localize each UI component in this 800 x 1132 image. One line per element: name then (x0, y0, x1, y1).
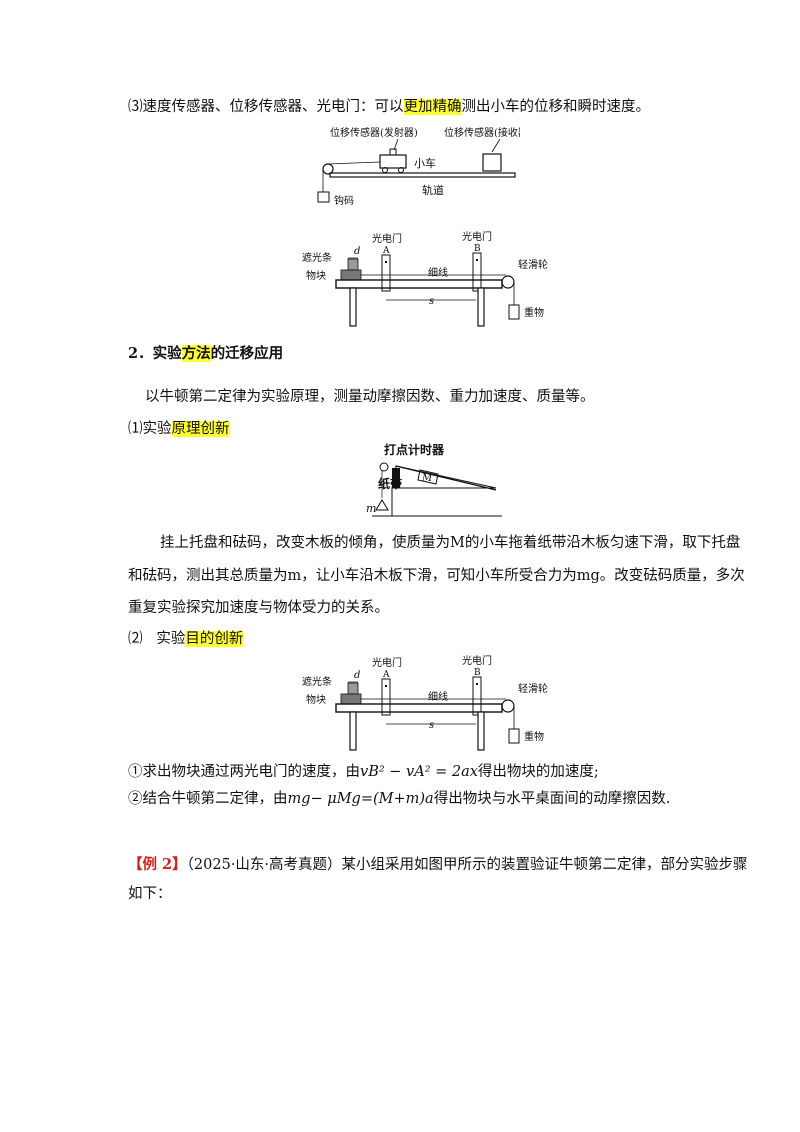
sensor-line-suffix: 测出小车的位移和瞬时速度。 (461, 99, 651, 115)
photogate-diagram-top: 光电门 A 光电门 B 遮光条 d 物块 细线 轻滑轮 重物 s (302, 230, 548, 327)
newton-formula: mg− μMg=(M+m)a (287, 791, 434, 807)
block-label: 物块 (306, 269, 326, 282)
gate-a-letter-2: A (382, 670, 390, 680)
sensor-line-prefix: ⑶速度传感器、位移传感器、光电门：可以 (128, 99, 404, 115)
photogate-diagram-bottom: 光电门 A 光电门 B 遮光条 d 物块 细线 轻滑轮 重物 s (302, 654, 548, 751)
bullet-2: ②结合牛顿第二定律，由mg− μMg=(M+m)a得出物块与水平桌面间的动摩擦因… (128, 789, 670, 809)
gate-a-label: 光电门 (372, 232, 402, 245)
cart-mass-label: M (421, 473, 433, 484)
shade-label: 遮光条 (302, 251, 332, 264)
item-1-heading: ⑴实验原理创新 (128, 419, 230, 439)
heavy-label-2: 重物 (524, 730, 544, 743)
example-line: 【例 2】（2025·山东·高考真题）某小组采用如图甲所示的装置验证牛顿第二定律… (128, 855, 748, 875)
track-label: 轨道 (422, 183, 444, 197)
heading-prefix: 2．实验 (128, 345, 182, 362)
bullet-2-prefix: ②结合牛顿第二定律，由 (128, 791, 288, 807)
item-2-prefix: ⑵ 实验 (128, 631, 186, 647)
paragraph-line-2: 和砝码，测出其总质量为m，让小车沿木板下滑，可知小车所受合力为mg。改变砝码质量… (128, 568, 745, 584)
gate-b-letter-2: B (474, 668, 481, 678)
gate-b-label: 光电门 (462, 230, 492, 243)
heading-suffix: 的迁移应用 (210, 345, 284, 362)
incline-timer-diagram: 打点计时器 M 纸带 m (366, 442, 502, 517)
example-text: （2025·山东·高考真题）某小组采用如图甲所示的装置验证牛顿第二定律，部分实验… (186, 857, 748, 873)
tape-label: 纸带 (378, 476, 402, 491)
heading-highlight: 方法 (181, 345, 211, 362)
paragraph-line-1: 挂上托盘和砝码，改变木板的倾角，使质量为M的小车拖着纸带沿木板匀速下滑，取下托盘 (160, 535, 741, 551)
heavy-label: 重物 (524, 306, 544, 319)
bullet-1-prefix: ①求出物块通过两光电门的速度，由 (128, 764, 360, 780)
timer-label: 打点计时器 (384, 442, 445, 457)
block-label-2: 物块 (306, 693, 326, 706)
sensor-line: ⑶速度传感器、位移传感器、光电门：可以更加精确测出小车的位移和瞬时速度。 (128, 97, 650, 117)
pulley-label-2: 轻滑轮 (518, 682, 548, 695)
example-line-2: 如下： (128, 886, 172, 902)
car-label: 小车 (414, 156, 436, 170)
gate-a-letter: A (382, 246, 390, 256)
width-d-label-2: d (354, 670, 360, 681)
displacement-sensor-diagram: 位移传感器(发射器) 位移传感器(接收器) 小车 钩码 轨道 (317, 126, 520, 207)
gate-b-label-2: 光电门 (462, 654, 492, 667)
width-d-label: d (354, 246, 360, 257)
sensor-line-highlight: 更加精确 (403, 99, 462, 115)
bullet-1: ①求出物块通过两光电门的速度，由vB² − vA² = 2ax得出物块的加速度; (128, 762, 599, 782)
pulley-label: 轻滑轮 (518, 258, 548, 271)
thread-label-2: 细线 (428, 690, 448, 703)
section-2-heading: 2．实验方法的迁移应用 (128, 344, 283, 364)
item-2-highlight: 目的创新 (185, 631, 244, 647)
gate-b-letter: B (474, 244, 481, 254)
item-1-prefix: ⑴实验 (128, 421, 172, 437)
emitter-label: 位移传感器(发射器) (330, 126, 418, 139)
item-1-highlight: 原理创新 (171, 421, 230, 437)
example-tag: 【例 2】 (128, 856, 187, 873)
item-2-heading: ⑵ 实验目的创新 (128, 629, 244, 649)
distance-s-label-2: s (429, 720, 434, 731)
weight-label: 钩码 (334, 195, 354, 207)
bullet-2-suffix: 得出物块与水平桌面间的动摩擦因数. (433, 791, 671, 807)
gate-a-label-2: 光电门 (372, 656, 402, 669)
hanging-mass-label: m (366, 502, 376, 515)
receiver-label: 位移传感器(接收器) (444, 126, 520, 139)
velocity-formula: vB² − vA² = 2ax (360, 764, 478, 780)
bullet-1-suffix: 得出物块的加速度; (477, 764, 599, 780)
intro-text: 以牛顿第二定律为实验原理，测量动摩擦因数、重力加速度、质量等。 (145, 389, 595, 405)
thread-label: 细线 (428, 266, 448, 279)
shade-label-2: 遮光条 (302, 675, 332, 688)
paragraph-line-3: 重复实验探究加速度与物体受力的关系。 (128, 600, 389, 616)
distance-s-label: s (429, 296, 434, 307)
